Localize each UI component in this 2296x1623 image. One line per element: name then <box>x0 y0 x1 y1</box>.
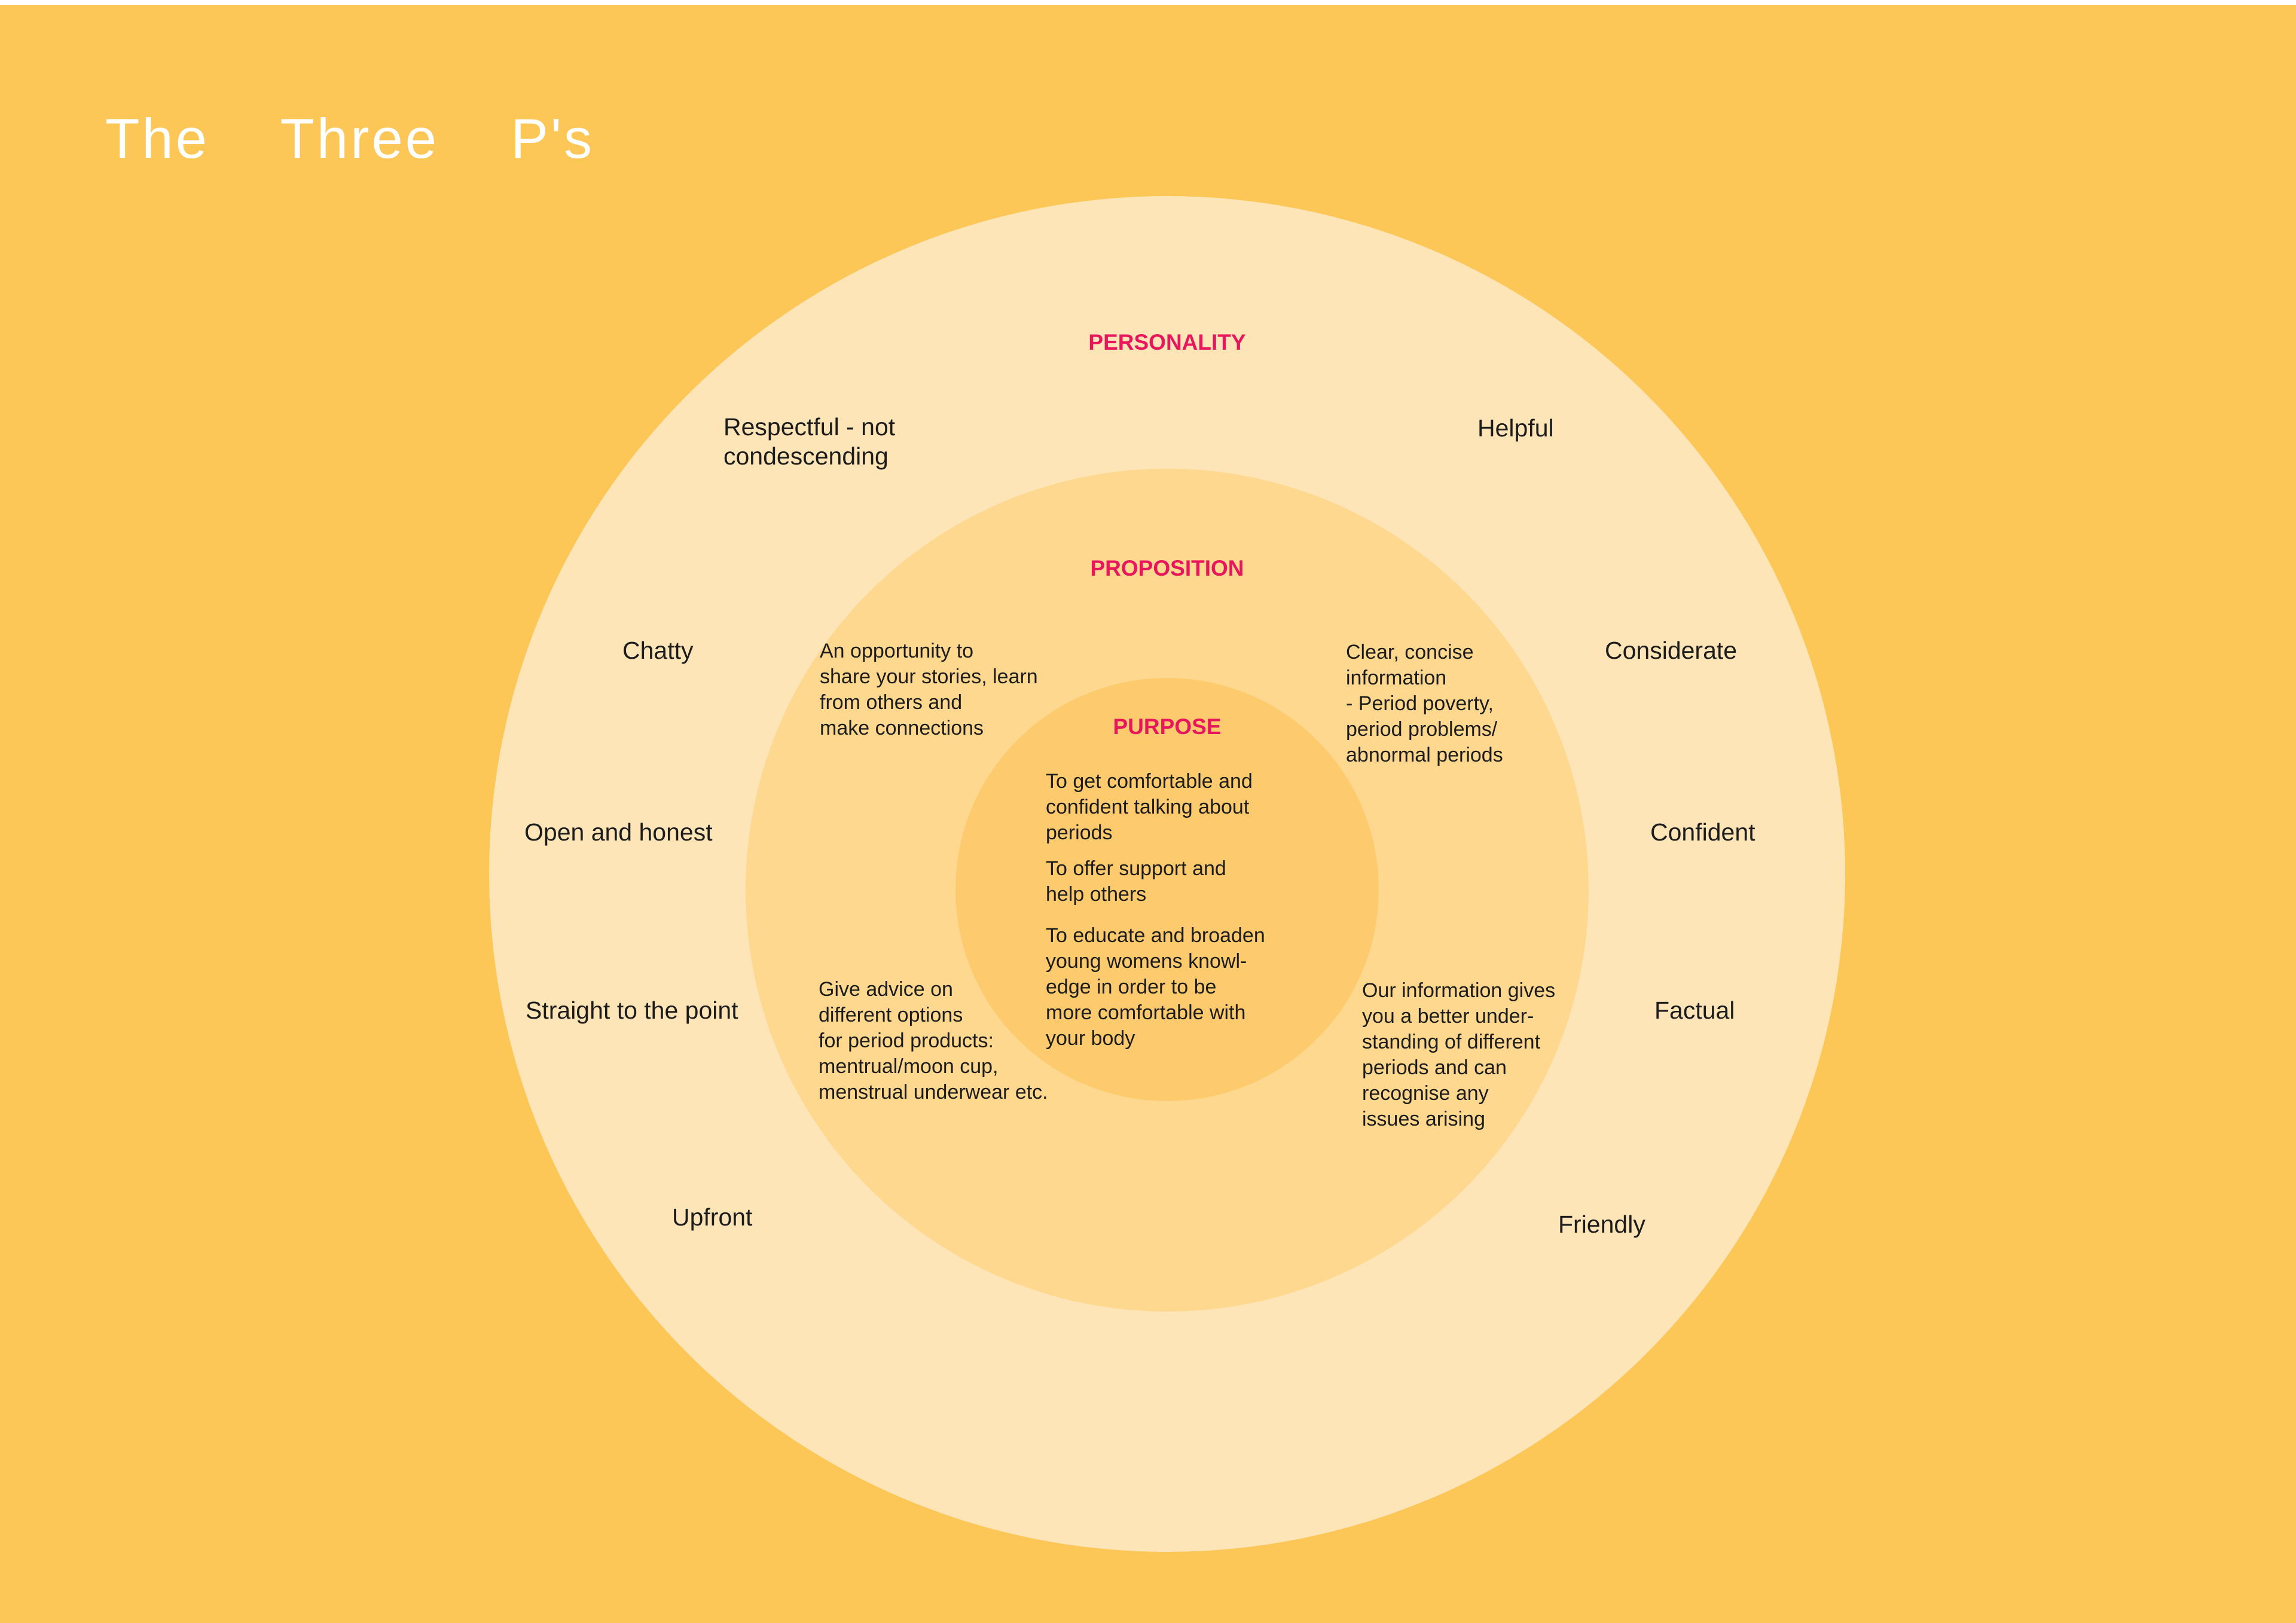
trait-chatty: Chatty <box>622 637 694 664</box>
proposition-heading: PROPOSITION <box>1090 556 1244 580</box>
trait-respectful: Respectful - not condescending <box>723 413 896 470</box>
trait-helpful: Helpful <box>1477 414 1554 442</box>
trait-upfront: Upfront <box>672 1203 753 1231</box>
trait-friendly: Friendly <box>1558 1211 1645 1238</box>
proposition-clear-info: Clear, concise information - Period pove… <box>1346 641 1503 766</box>
proposition-advice: Give advice on different options for per… <box>819 978 1048 1104</box>
trait-straight: Straight to the point <box>526 997 738 1024</box>
purpose-heading: PURPOSE <box>1113 714 1222 739</box>
purpose-circle <box>955 678 1379 1101</box>
top-border <box>0 0 2296 5</box>
purpose-comfortable: To get comfortable and confident talking… <box>1046 770 1253 844</box>
proposition-information: Our information gives you a better under… <box>1362 979 1556 1130</box>
purpose-educate: To educate and broaden young womens know… <box>1046 924 1265 1050</box>
trait-open-honest: Open and honest <box>524 818 713 846</box>
purpose-support: To offer support and help others <box>1046 857 1226 906</box>
page-title: The Three P's <box>105 107 594 170</box>
trait-confident: Confident <box>1650 818 1755 846</box>
trait-considerate: Considerate <box>1605 637 1738 664</box>
proposition-opportunity: An opportunity to share your stories, le… <box>820 640 1038 739</box>
personality-heading: PERSONALITY <box>1088 330 1246 354</box>
trait-factual: Factual <box>1654 997 1735 1024</box>
